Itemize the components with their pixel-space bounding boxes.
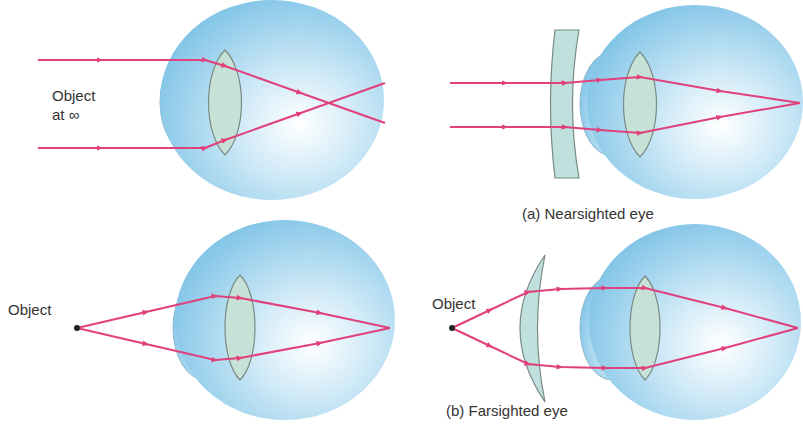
- light-ray: [452, 288, 798, 328]
- object-label: Object at ∞: [52, 86, 108, 124]
- eye-nearsighted: [160, 0, 384, 200]
- eye-nearsighted-corrected: [551, 5, 803, 199]
- object-point: [74, 325, 80, 331]
- eye-farsighted-corrected: [520, 224, 801, 420]
- light-ray: [38, 60, 385, 123]
- light-ray: [38, 83, 385, 148]
- converging-lens: [520, 255, 545, 402]
- light-ray: [77, 328, 390, 360]
- eyeball: [175, 220, 395, 420]
- light-ray: [450, 103, 800, 133]
- subfigure-caption: (b) Farsighted eye: [446, 401, 568, 420]
- light-ray: [450, 77, 800, 103]
- subfigure-caption: (a) Nearsighted eye: [522, 204, 654, 223]
- eye-farsighted: [173, 220, 395, 420]
- object-point: [449, 325, 455, 331]
- light-ray: [77, 296, 390, 328]
- eye-lens: [225, 275, 255, 380]
- diverging-lens: [551, 30, 580, 178]
- eyeball: [160, 0, 384, 200]
- object-label: Object: [432, 294, 475, 313]
- eyeball: [587, 5, 803, 199]
- object-label: Object: [8, 300, 51, 319]
- light-ray: [452, 328, 798, 368]
- eyeball: [589, 224, 801, 420]
- eye-lens: [624, 52, 657, 157]
- light-rays: [38, 60, 800, 368]
